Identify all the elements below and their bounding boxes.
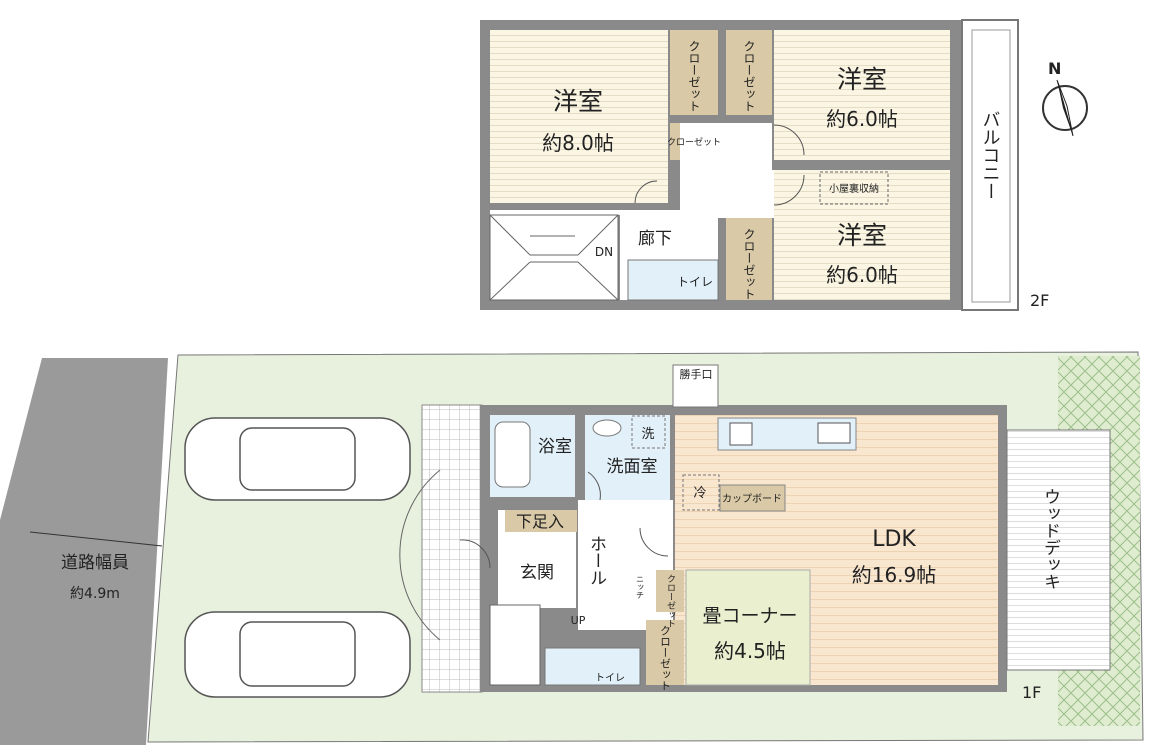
balcony-label: バルコニー bbox=[980, 110, 1001, 200]
wood-deck bbox=[1006, 429, 1111, 671]
bathtub-icon bbox=[494, 421, 531, 488]
road bbox=[0, 358, 168, 745]
toilet-1f bbox=[544, 647, 641, 686]
closet-label: クローゼット bbox=[742, 228, 756, 300]
stairs-up-label: UP bbox=[571, 614, 586, 627]
closet-2f-4 bbox=[726, 218, 772, 300]
floor1-label: 1F bbox=[1022, 683, 1041, 702]
corridor-label: 廊下 bbox=[638, 229, 672, 249]
room-western-8 bbox=[490, 30, 668, 203]
ldk-size: 約16.9帖 bbox=[852, 563, 937, 587]
closet-label: クローゼット bbox=[659, 625, 672, 691]
room-western-6a bbox=[774, 30, 950, 160]
stairs-2f bbox=[489, 214, 619, 301]
floor-2: 洋室 約8.0帖 洋室 約6.0帖 洋室 約6.0帖 廊下 DN トイレ 小屋裏… bbox=[480, 19, 1049, 311]
kitchen-sink-icon bbox=[817, 422, 851, 444]
entrance-label: 玄関 bbox=[520, 563, 554, 583]
closet-1f-2 bbox=[646, 620, 684, 685]
closet-label: クローゼット bbox=[687, 40, 701, 112]
floor-1: 道路幅員 約4.9m 浴室 洗面室 洗 冷 カップボード bbox=[0, 351, 1144, 745]
toilet-1f-label: トイレ bbox=[595, 673, 625, 684]
toilet-2f-label: トイレ bbox=[677, 275, 713, 289]
cupboard-label: カップボード bbox=[722, 493, 782, 505]
ldk-name: LDK bbox=[872, 527, 916, 552]
wood-deck-label: ウッドデッキ bbox=[1040, 488, 1060, 590]
corridor-2f bbox=[490, 123, 774, 300]
washer-label: 洗 bbox=[641, 427, 654, 442]
porch bbox=[421, 404, 483, 693]
stove-icon bbox=[729, 422, 753, 446]
sink-icon bbox=[592, 419, 622, 437]
stairs-1f bbox=[489, 604, 541, 686]
niche-label: ニッチ bbox=[636, 575, 645, 599]
closet-label: クローゼット bbox=[665, 574, 676, 628]
back-door bbox=[672, 364, 719, 408]
washroom-label: 洗面室 bbox=[607, 457, 658, 477]
tatami-corner bbox=[685, 569, 811, 686]
room-name-western-6b: 洋室 bbox=[837, 221, 887, 250]
bath-label: 浴室 bbox=[538, 437, 572, 457]
closet-label: クローゼット bbox=[742, 40, 756, 112]
hall-label: ホール bbox=[586, 535, 606, 586]
closet-2f-2 bbox=[726, 30, 772, 115]
fridge-label: 冷 bbox=[693, 486, 706, 501]
room-name-western-6a: 洋室 bbox=[837, 65, 887, 94]
road-width-value: 約4.9m bbox=[70, 586, 120, 602]
road-width-arrow bbox=[29, 531, 163, 547]
car-icon bbox=[184, 611, 411, 698]
car-icon bbox=[184, 417, 411, 501]
room-size-western-8: 約8.0帖 bbox=[542, 131, 614, 155]
back-door-label: 勝手口 bbox=[680, 367, 713, 381]
closet-label: クローゼット bbox=[667, 136, 721, 148]
floor2-label: 2F bbox=[1030, 291, 1049, 310]
room-size-western-6b: 約6.0帖 bbox=[826, 263, 898, 287]
shoe-storage bbox=[505, 510, 577, 532]
tatami-name: 畳コーナー bbox=[702, 605, 797, 627]
north-compass-icon: N bbox=[1042, 59, 1088, 137]
stairs-down-label: DN bbox=[595, 245, 613, 259]
road-width-label: 道路幅員 bbox=[61, 553, 129, 573]
shoe-storage-label: 下足入 bbox=[516, 512, 564, 531]
closet-2f-1 bbox=[670, 30, 718, 115]
tatami-size: 約4.5帖 bbox=[714, 639, 786, 663]
room-western-6b bbox=[774, 170, 950, 300]
room-size-western-6a: 約6.0帖 bbox=[826, 107, 898, 131]
cupboard bbox=[719, 484, 786, 512]
room-name-western-8: 洋室 bbox=[553, 87, 603, 116]
toilet-2f bbox=[627, 259, 719, 301]
closet-1f-1 bbox=[656, 570, 684, 612]
attic-storage-label: 小屋裏収納 bbox=[829, 182, 879, 195]
compass-label: N bbox=[1048, 59, 1061, 78]
